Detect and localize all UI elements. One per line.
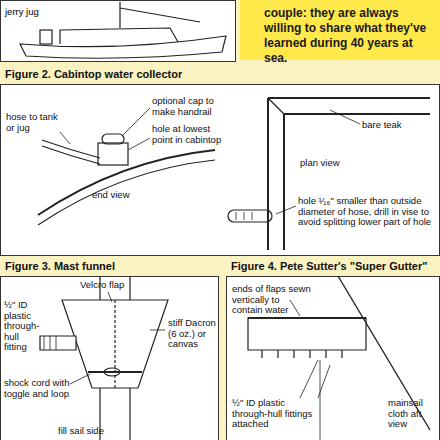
part-label: bare teak [362,120,422,131]
part-label: ends of flaps sewn vertically to contain… [232,284,312,316]
part-label: ½" ID plastic through-hull fittings atta… [232,398,322,430]
part-label: end view [92,190,152,201]
part-label: shock cord with toggle and loop [4,378,74,399]
note-box: couple: they are always willing to share… [240,0,440,60]
part-label: hole at lowest point in cabintop [152,124,232,145]
part-label: jerry jug [5,7,45,18]
part-label: plan view [300,158,360,169]
figure-heading: Figure 3. Mast funnel [5,260,115,272]
figure-panel: jerry jug [0,0,236,62]
part-label: stiff Dacron (6 oz.) or canvas [168,318,216,350]
figure-heading: Figure 4. Pete Sutter's "Super Gutter" [231,260,427,272]
figure-panel: Figure 2. Cabintop water collector [0,84,440,256]
part-label: Velcro flap [80,280,140,291]
part-label: hole ¹⁄₁₆" smaller than outside diameter… [298,196,434,228]
part-label: hose to tank or jug [6,112,66,133]
part-label: fill sail side [58,426,138,437]
note-text: couple: they are always willing to share… [264,6,432,66]
part-label: ½" ID plastic through-hull fitting [4,300,42,353]
figure-panel: Figure 3. Mast funnel [0,276,219,440]
part-label: mainsail cloth aft view [388,398,438,430]
figure-heading: Figure 2. Cabintop water collector [5,68,182,80]
part-label: optional cap to make handrail [152,96,222,117]
